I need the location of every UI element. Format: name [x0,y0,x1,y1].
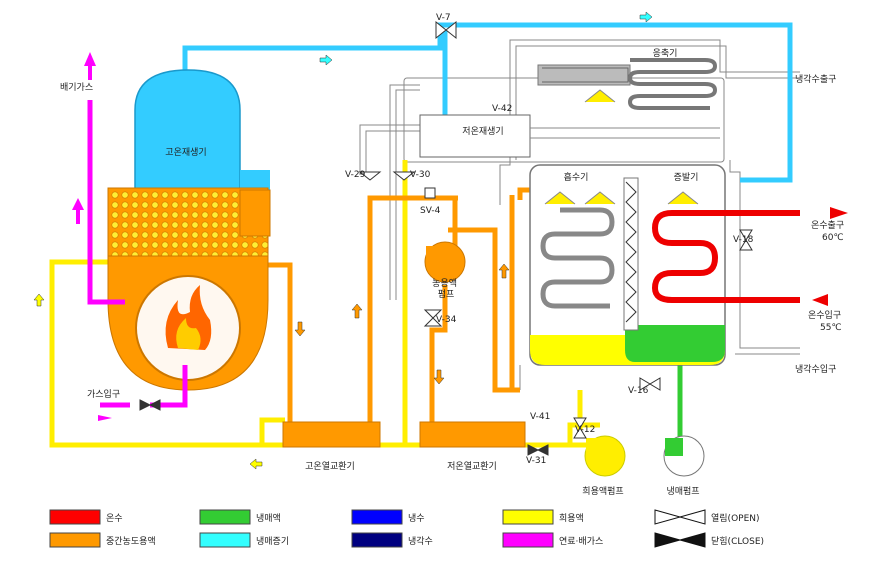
concentrated-pump-label: 농용액 펌프 [432,277,460,300]
high-temp-hx-label: 고온열교환기 [305,460,355,472]
v41-label: V-41 [530,412,550,422]
v30-label: V-30 [410,170,431,180]
absorber-evaporator: 흡수기 증발기 [529,164,726,366]
v42-label: V-42 [492,104,512,114]
low-temp-heat-exchanger: 저온열교환기 [419,421,526,472]
concentrated-solution-pump: 농용액 펌프 [424,241,466,300]
legend-swatch [502,532,554,548]
dilute-solution-pump: 희용액펌프 [582,435,626,497]
v12-label: V-12 [575,425,595,435]
cooling-water-outlet-label: 냉각수출구 [795,73,836,85]
legend-swatch [351,532,403,548]
valves [139,20,753,456]
legend-swatch [49,532,101,548]
valve-v31[interactable] [527,444,549,456]
valve-v16[interactable] [639,377,661,391]
v16-label: V-16 [628,386,649,396]
legend-swatch [199,509,251,525]
solenoid-sv4[interactable] [424,187,436,199]
valve-v18[interactable] [739,229,753,251]
high-temp-heat-exchanger: 고온열교환기 [282,421,381,472]
v18-label: V-18 [733,235,754,245]
valve-legend-label: 닫힘(CLOSE) [711,535,764,547]
valve-v29[interactable] [358,171,382,181]
dilute-pump-label: 희용액펌프 [582,485,623,497]
legend-label: 연료·배가스 [559,536,603,547]
fuel-exhaust-piping [87,100,188,408]
cooling-water-piping [359,39,800,390]
valve-gas[interactable] [139,399,161,411]
v31-label: V-31 [526,456,546,466]
exhaust-arrows [72,52,112,421]
legend-swatch [49,509,101,525]
low-temp-hx-label: 저온열교환기 [447,460,497,472]
valve-v41[interactable] [573,417,587,439]
hot-water-outlet-temp: 60℃ [822,233,844,243]
legend-label: 냉매증기 [256,536,289,547]
refrigerant-pump: 냉매펌프 [663,435,705,497]
v29-label: V-29 [345,170,366,180]
valve-v7[interactable] [435,20,457,40]
absorber-label: 흡수기 [564,171,589,183]
v34-label: V-34 [436,315,457,325]
legend-label: 중간농도용액 [106,535,156,547]
condenser: 응축기 [537,48,718,110]
hot-water-inlet-label: 온수입구 [808,309,841,321]
legend-swatch [351,509,403,525]
flow-arrows-cyan [319,11,653,66]
gas-inlet-label: 가스입구 [87,388,120,400]
valve-v30[interactable] [392,171,416,181]
refrigerant-pump-label: 냉매펌프 [666,485,699,497]
valve-legend-close-icon [654,532,706,548]
hot-water-coil [651,207,848,306]
flame-icon [165,285,212,350]
legend-label: 냉매액 [256,512,281,524]
concentrated-pump-label-line2: 펌프 [438,288,455,300]
low-temp-generator-label: 저온재생기 [462,126,503,137]
evaporator-label: 증발기 [674,172,699,183]
valve-legend-open-icon [654,509,706,525]
flow-arrows [294,263,510,385]
hot-water-outlet-label: 온수출구 [811,220,844,231]
v7-label: V-7 [436,13,451,23]
high-temp-generator-label: 고온재생기 [165,147,206,158]
hot-water-inlet-temp: 55℃ [820,323,842,333]
flow-arrows-yellow [33,293,263,470]
legend-label: 냉각수 [408,535,433,547]
valve-legend-label: 열림(OPEN) [711,512,760,524]
low-temp-generator: 저온재생기 [419,114,720,158]
legend-swatch [502,509,554,525]
legend-swatch [199,532,251,548]
legend-label: 온수 [106,513,123,524]
concentrated-pump-label-line1: 농용액 [432,277,457,289]
cooling-water-inlet-label: 냉각수입구 [795,363,836,375]
exhaust-gas-label: 배기가스 [60,82,93,93]
legend-label: 희용액 [559,512,584,524]
sv4-label: SV-4 [420,206,441,216]
condenser-label: 응축기 [653,48,678,59]
valve-v34[interactable] [423,309,443,327]
legend-label: 냉수 [408,513,425,524]
